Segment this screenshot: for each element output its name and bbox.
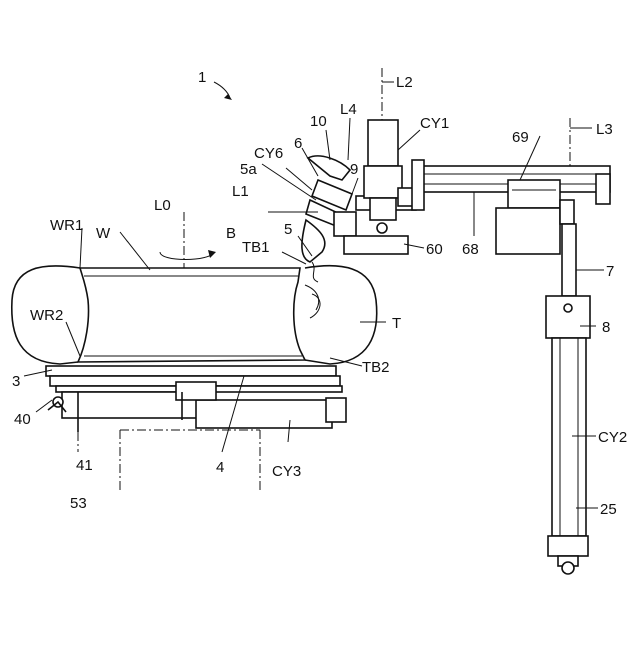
label-8: 8 [602,319,610,336]
label-WR1: WR1 [50,217,83,234]
label-68: 68 [462,241,479,258]
label-3: 3 [12,373,20,390]
label-W: W [96,225,111,242]
label-WR2: WR2 [30,307,63,324]
label-CY2: CY2 [598,429,627,446]
label-TB2: TB2 [362,359,390,376]
label-1: 1 [198,69,206,86]
label-53: 53 [70,495,87,512]
label-TB1: TB1 [242,239,270,256]
label-CY1: CY1 [420,115,449,132]
label-L0: L0 [154,197,171,214]
label-25: 25 [600,501,617,518]
label-CY3: CY3 [272,463,301,480]
label-7: 7 [606,263,614,280]
label-10: 10 [310,113,327,130]
label-L2: L2 [396,74,413,91]
label-60: 60 [426,241,443,258]
leader-1-arrowhead [224,94,232,100]
rotation-arrow-B [160,252,214,260]
label-5a: 5a [240,161,257,178]
rod-7 [562,224,576,296]
label-9: 9 [350,161,358,178]
label-40: 40 [14,411,31,428]
label-41: 41 [76,457,93,474]
label-CY6: CY6 [254,145,283,162]
label-69: 69 [512,129,529,146]
base-table [46,366,346,432]
label-4: 4 [216,459,224,476]
cylinder-CY2 [546,296,590,574]
label-5: 5 [284,221,292,238]
tire-outline [12,266,377,364]
rotation-arrowhead [208,250,216,258]
label-B: B [226,225,236,242]
label-L3: L3 [596,121,613,138]
cylinder-CY1 [364,120,416,220]
label-L4: L4 [340,101,357,118]
label-6: 6 [294,135,302,152]
label-L1: L1 [232,183,249,200]
wheel-body [78,268,305,362]
label-T: T [392,315,401,332]
